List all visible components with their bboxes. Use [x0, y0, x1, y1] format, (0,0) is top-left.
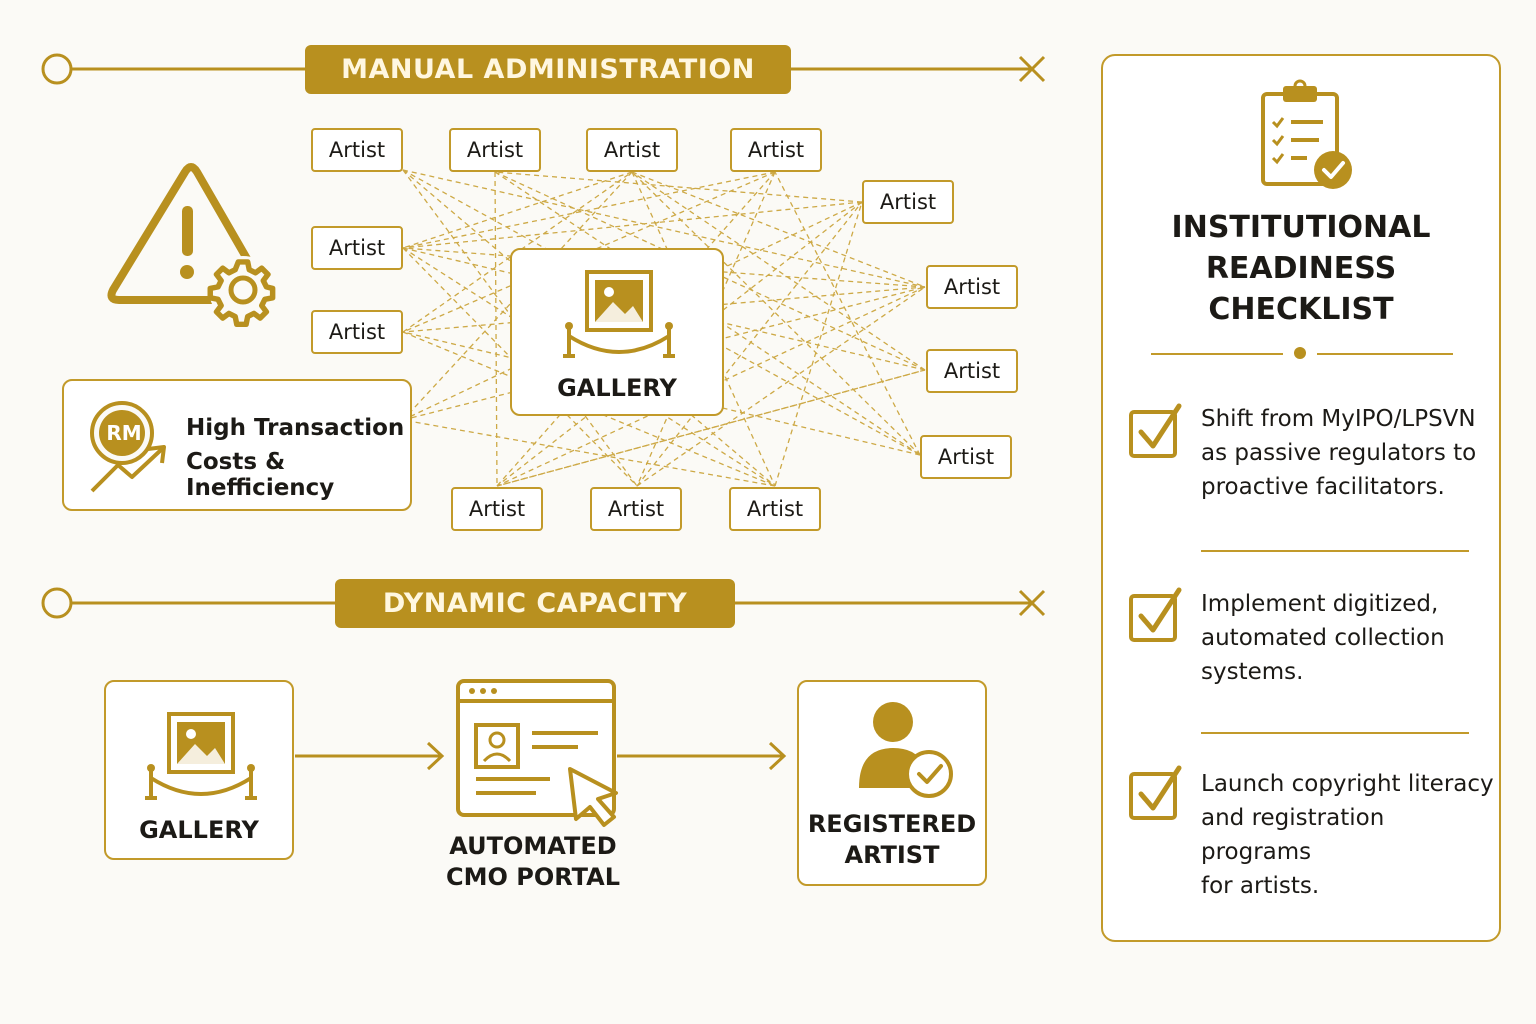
checklist-item-2-line3: systems. [1201, 659, 1304, 685]
registered-artist-card: REGISTERED ARTIST [797, 680, 987, 886]
registered-user-icon [859, 702, 953, 798]
artist-node: Artist [590, 487, 682, 531]
checklist-item-3: Launch copyright literacy and registrati… [1201, 767, 1499, 903]
artist-node: Artist [311, 226, 403, 270]
high-cost-card: RM High Transaction Costs & Inefficiency [62, 379, 412, 511]
gallery-source-card: GALLERY [104, 680, 294, 860]
cmo-portal-label-line1: AUTOMATED [449, 832, 617, 860]
artist-node: Artist [311, 128, 403, 172]
checklist-item-1-line3: proactive facilitators. [1201, 474, 1445, 500]
registered-artist-line1: REGISTERED [807, 810, 977, 838]
artist-node: Artist [926, 349, 1018, 393]
artist-node: Artist [586, 128, 678, 172]
checkbox-checked-icon [1129, 765, 1182, 820]
checklist-item-1: Shift from MyIPO/LPSVN as passive regula… [1201, 402, 1476, 504]
artist-node: Artist [926, 265, 1018, 309]
clipboard-check-icon [1261, 79, 1352, 189]
checklist-title-line1: INSTITUTIONAL [1171, 210, 1431, 245]
checklist-item-3-line3: for artists. [1201, 873, 1320, 899]
artist-node: Artist [451, 487, 543, 531]
checklist-item-3-line2: and registration programs [1201, 805, 1385, 865]
checklist-item-3-line1: Launch copyright literacy [1201, 771, 1494, 797]
artist-node: Artist [862, 180, 954, 224]
manual-banner-label: MANUAL ADMINISTRATION [341, 54, 755, 85]
cmo-portal-label-line2: CMO PORTAL [445, 863, 621, 891]
dynamic-capacity-banner: DYNAMIC CAPACITY [335, 579, 735, 628]
checklist-item-1-line2: as passive regulators to [1201, 440, 1477, 466]
manual-administration-banner: MANUAL ADMINISTRATION [305, 45, 791, 94]
checklist-title-line2: READINESS [1205, 251, 1397, 286]
gallery-icon [563, 270, 675, 358]
artist-node: Artist [730, 128, 822, 172]
gallery-hub: GALLERY [510, 248, 724, 416]
checklist-item-2-line1: Implement digitized, [1201, 591, 1439, 617]
cmo-portal-icon [456, 679, 618, 827]
item-divider [1201, 732, 1469, 734]
checklist-item-1-line1: Shift from MyIPO/LPSVN [1201, 406, 1476, 432]
cost-label-line1: High Transaction [186, 415, 405, 441]
title-divider-left [1151, 353, 1283, 355]
rm-badge-text: RM [106, 421, 142, 445]
cost-label-line2: Costs & Inefficiency [186, 449, 335, 501]
gallery-hub-label: GALLERY [557, 374, 677, 402]
gallery-icon [145, 712, 257, 800]
dynamic-banner-label: DYNAMIC CAPACITY [382, 588, 688, 619]
artist-node: Artist [449, 128, 541, 172]
checklist-item-2-line2: automated collection [1201, 625, 1445, 651]
checklist-title-line3: CHECKLIST [1208, 292, 1394, 327]
checkbox-checked-icon [1129, 587, 1182, 642]
title-divider-right [1317, 353, 1453, 355]
registered-artist-line2: ARTIST [844, 841, 940, 869]
artist-node: Artist [729, 487, 821, 531]
title-divider-dot [1294, 347, 1306, 359]
gallery-source-label: GALLERY [139, 816, 259, 844]
warning-gear-icon [107, 163, 277, 328]
checklist-item-2: Implement digitized, automated collectio… [1201, 587, 1445, 689]
rm-cost-icon [90, 401, 166, 493]
artist-node: Artist [920, 435, 1012, 479]
item-divider [1201, 550, 1469, 552]
artist-node: Artist [311, 310, 403, 354]
checkbox-checked-icon [1129, 403, 1182, 458]
readiness-checklist-panel: INSTITUTIONAL READINESS CHECKLIST Shift … [1101, 54, 1501, 942]
